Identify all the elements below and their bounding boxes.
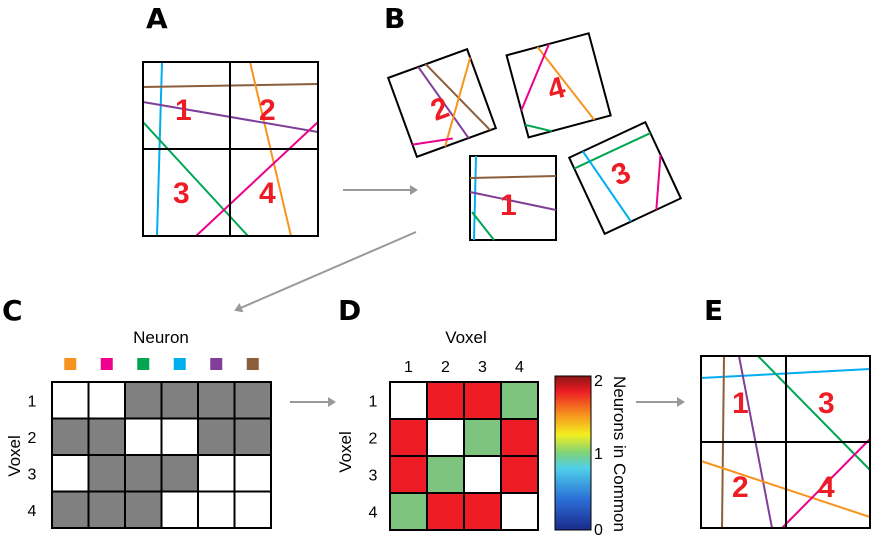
matrix-cell xyxy=(160,417,199,456)
matrix-cell xyxy=(233,454,272,493)
similarity-cell xyxy=(463,492,502,531)
similarity-cell xyxy=(463,381,502,420)
colorbar-label: Neurons in Common xyxy=(610,376,629,532)
similarity-cell xyxy=(500,455,539,494)
matrix-cell xyxy=(160,454,199,493)
panel-c-matrix xyxy=(51,381,272,529)
matrix-cell xyxy=(197,417,236,456)
similarity-cell xyxy=(389,492,428,531)
row-label: 1 xyxy=(369,394,378,411)
matrix-cell xyxy=(87,490,126,529)
similarity-cell xyxy=(500,418,539,457)
matrix-cell xyxy=(124,381,163,420)
panel-c-neuron-swatches xyxy=(64,358,259,370)
similarity-cell xyxy=(426,455,465,494)
neuron-swatch xyxy=(246,358,259,370)
neuron-swatch xyxy=(64,358,77,370)
colorbar-tick-0: 0 xyxy=(594,522,603,539)
panel-letter-d: D xyxy=(338,294,361,327)
matrix-cell xyxy=(87,417,126,456)
neuron-swatch xyxy=(137,358,150,370)
neuron-swatch xyxy=(173,358,186,370)
similarity-cell xyxy=(389,455,428,494)
matrix-cell xyxy=(51,490,90,529)
matrix-cell xyxy=(51,417,90,456)
panel-letter-b: B xyxy=(384,2,405,35)
panel-b-tile-4 xyxy=(505,32,612,139)
panel-d-row-labels: 1 2 3 4 xyxy=(369,394,378,522)
row-label: 3 xyxy=(28,466,37,483)
panel-e-label-1: 1 xyxy=(732,387,749,420)
similarity-cell xyxy=(500,492,539,531)
panel-b-tile-3 xyxy=(567,120,683,236)
similarity-cell xyxy=(463,455,502,494)
panel-letter-c: C xyxy=(2,294,23,327)
matrix-cell xyxy=(124,490,163,529)
panel-c-row-labels: 1 2 3 4 xyxy=(28,393,37,520)
matrix-cell xyxy=(197,454,236,493)
panel-b-label-1: 1 xyxy=(500,189,517,222)
matrix-cell xyxy=(160,381,199,420)
panel-d-col-labels: 1 2 3 4 xyxy=(404,359,524,376)
matrix-cell xyxy=(233,381,272,420)
panel-b-tile-2 xyxy=(386,47,498,159)
col-label: 2 xyxy=(441,359,450,376)
panel-d-title: Voxel xyxy=(445,328,487,347)
row-label: 2 xyxy=(369,431,378,448)
col-label: 3 xyxy=(478,359,487,376)
panel-e-label-4: 4 xyxy=(818,471,835,504)
similarity-cell xyxy=(389,381,428,420)
arrow-b-to-c xyxy=(234,231,417,313)
panel-d-matrix xyxy=(389,381,539,531)
panel-a-label-4: 4 xyxy=(259,177,276,210)
similarity-cell xyxy=(463,418,502,457)
matrix-cell xyxy=(233,417,272,456)
matrix-cell xyxy=(87,381,126,420)
colorbar xyxy=(554,375,592,531)
panel-letter-a: A xyxy=(146,2,168,35)
panel-e-grid xyxy=(700,355,871,529)
panel-c-title: Neuron xyxy=(133,328,189,347)
matrix-cell xyxy=(87,454,126,493)
row-label: 4 xyxy=(28,503,37,520)
panel-d-ylabel: Voxel xyxy=(336,431,355,473)
panel-a-grid xyxy=(142,61,319,237)
neuron-swatch xyxy=(100,358,113,370)
matrix-cell xyxy=(124,417,163,456)
panel-e-label-2: 2 xyxy=(732,471,749,504)
similarity-cell xyxy=(500,381,539,420)
matrix-cell xyxy=(51,454,90,493)
panel-a-label-2: 2 xyxy=(259,94,276,127)
row-label: 2 xyxy=(28,430,37,447)
panel-a-label-3: 3 xyxy=(173,177,190,210)
panel-e-label-3: 3 xyxy=(818,387,835,420)
panel-a-label-1: 1 xyxy=(175,94,192,127)
row-label: 4 xyxy=(369,505,378,522)
similarity-cell xyxy=(389,418,428,457)
panel-b-tile-1 xyxy=(469,155,557,241)
panel-b-label-3: 3 xyxy=(607,156,636,193)
similarity-cell xyxy=(426,418,465,457)
matrix-cell xyxy=(124,454,163,493)
matrix-cell xyxy=(160,490,199,529)
panel-c-ylabel: Voxel xyxy=(5,435,24,477)
matrix-cell xyxy=(197,381,236,420)
row-label: 1 xyxy=(28,393,37,410)
matrix-cell xyxy=(51,381,90,420)
colorbar-tick-1: 1 xyxy=(594,446,603,463)
col-label: 4 xyxy=(515,359,524,376)
panel-letter-e: E xyxy=(704,294,723,327)
panel-b-label-4: 4 xyxy=(544,71,569,107)
col-label: 1 xyxy=(404,359,413,376)
row-label: 3 xyxy=(369,468,378,485)
matrix-cell xyxy=(233,490,272,529)
similarity-cell xyxy=(426,381,465,420)
matrix-cell xyxy=(197,490,236,529)
colorbar-tick-2: 2 xyxy=(594,373,603,390)
neuron-swatch xyxy=(210,358,223,370)
similarity-cell xyxy=(426,492,465,531)
